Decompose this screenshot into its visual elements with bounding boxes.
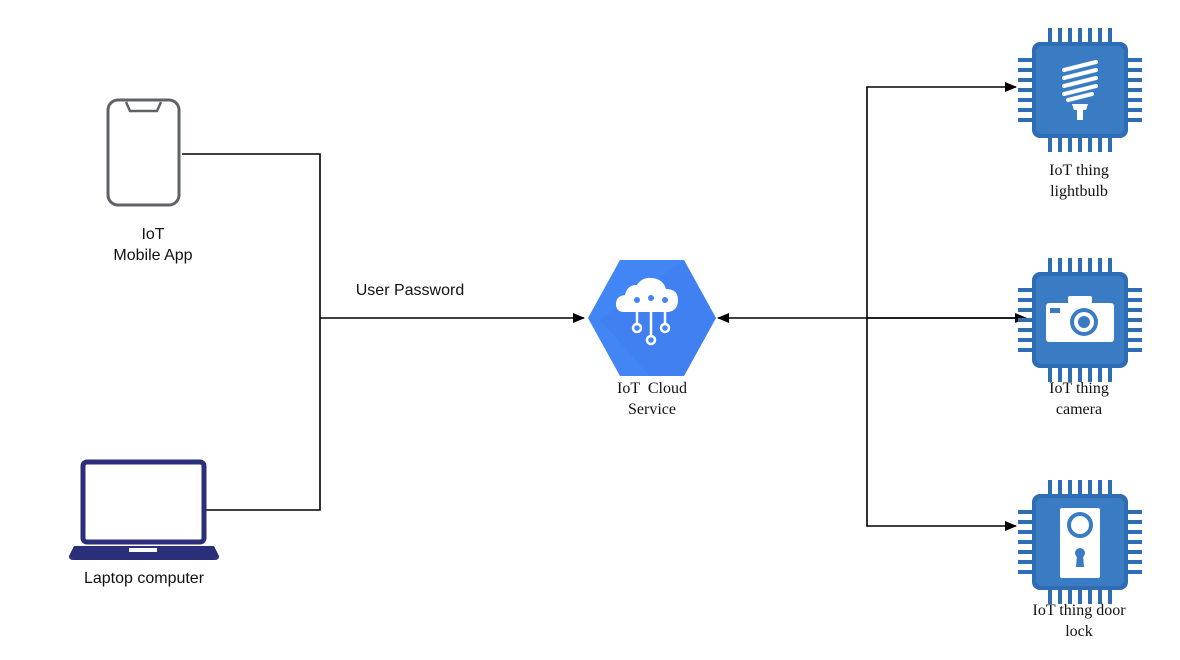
connection-label: User Password xyxy=(340,280,480,301)
door-lock-chip-icon xyxy=(1018,480,1142,604)
cloud-service-label: IoT Cloud Service xyxy=(592,378,712,420)
cloud-service-label-line1: IoT Cloud xyxy=(617,380,687,397)
camera-label-line1: IoT thing xyxy=(1049,380,1109,397)
smartphone-icon xyxy=(106,98,181,207)
mobile-app-label-line2: Mobile App xyxy=(113,247,193,264)
laptop-label: Laptop computer xyxy=(54,568,234,589)
cloud-service-label-line2: Service xyxy=(628,401,676,418)
door-lock-label: IoT thing door lock xyxy=(1009,600,1149,642)
lightbulb-label: IoT thing lightbulb xyxy=(1019,160,1139,202)
camera-label-line2: camera xyxy=(1055,401,1103,418)
mobile-app-label-line1: IoT xyxy=(141,226,165,243)
laptop-label-text: Laptop computer xyxy=(83,570,205,587)
cloud-iot-icon xyxy=(588,260,716,376)
connection-label-text: User Password xyxy=(355,282,465,299)
lightbulb-label-line1: IoT thing xyxy=(1049,162,1109,179)
mobile-connector xyxy=(182,153,321,511)
lightbulb-label-line2: lightbulb xyxy=(1050,183,1108,200)
to-door-lock-arrow xyxy=(866,318,1017,531)
to-lightbulb-arrow xyxy=(866,82,1017,318)
connectors xyxy=(182,82,1027,531)
door-lock-label-line2: lock xyxy=(1065,623,1093,640)
laptop-icon xyxy=(69,459,219,560)
camera-label: IoT thing camera xyxy=(1019,378,1139,420)
camera-chip-icon xyxy=(1018,258,1142,382)
lightbulb-chip-icon xyxy=(1018,28,1142,152)
mobile-app-label: IoT Mobile App xyxy=(88,224,218,266)
door-lock-label-line1: IoT thing door xyxy=(1032,602,1126,619)
